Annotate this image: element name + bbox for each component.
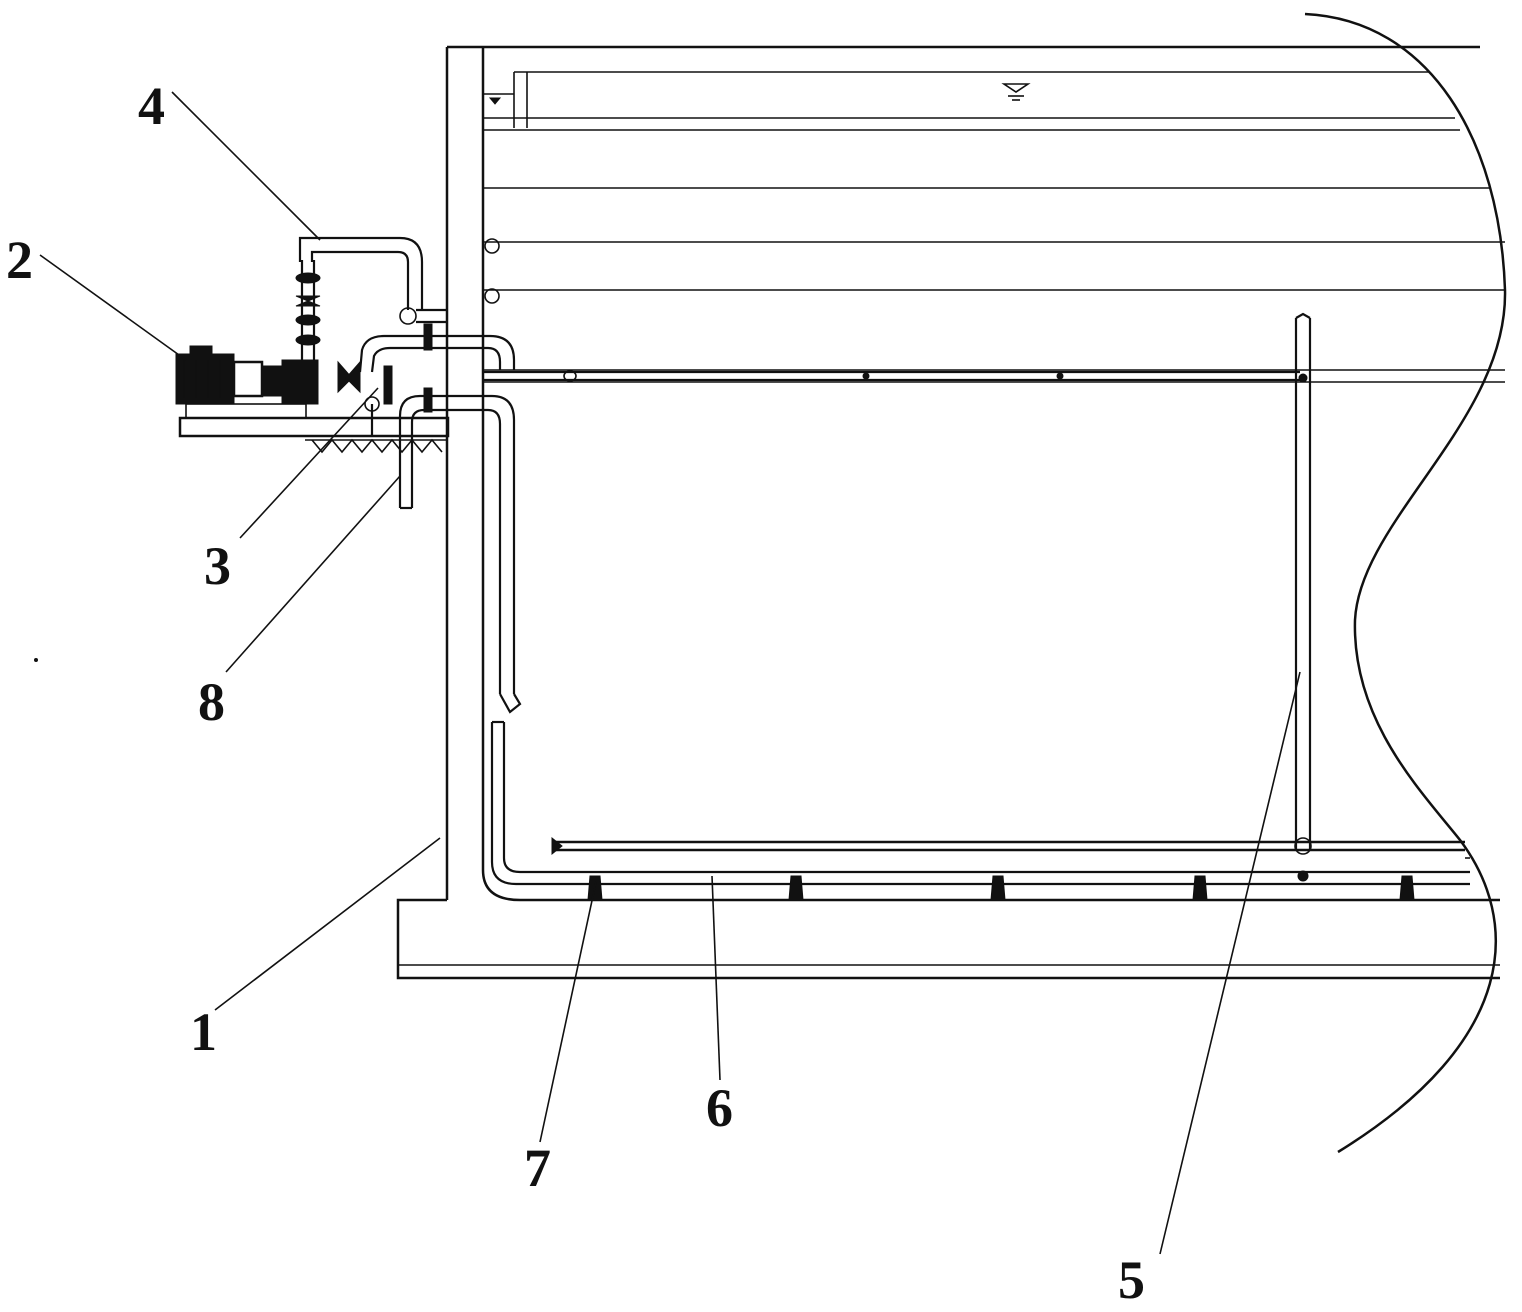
motor [175, 345, 319, 419]
upper-return-pipe [298, 236, 447, 325]
air-header-pipe [483, 370, 1300, 382]
label-4: 4 [138, 76, 165, 136]
vertical-riser-pipe [1294, 312, 1312, 882]
pump-base [178, 416, 450, 454]
break-line [1304, 12, 1507, 1154]
leader-lines [34, 91, 1301, 1255]
label-8: 8 [198, 672, 225, 732]
label-2: 2 [6, 230, 33, 290]
label-7: 7 [524, 1138, 551, 1198]
diffusers [587, 875, 1415, 901]
tank-wall [396, 45, 1500, 980]
label-1: 1 [190, 1002, 217, 1062]
label-3: 3 [204, 536, 231, 596]
drain-pipe [398, 387, 522, 714]
label-6: 6 [706, 1078, 733, 1138]
label-5: 5 [1118, 1250, 1145, 1310]
bottom-header-pipe [490, 720, 1470, 886]
labels: 1 2 3 4 5 6 7 8 [6, 76, 1145, 1310]
water-strata [483, 71, 1505, 383]
suction-pipe [358, 323, 516, 436]
pump-valves [295, 260, 361, 394]
